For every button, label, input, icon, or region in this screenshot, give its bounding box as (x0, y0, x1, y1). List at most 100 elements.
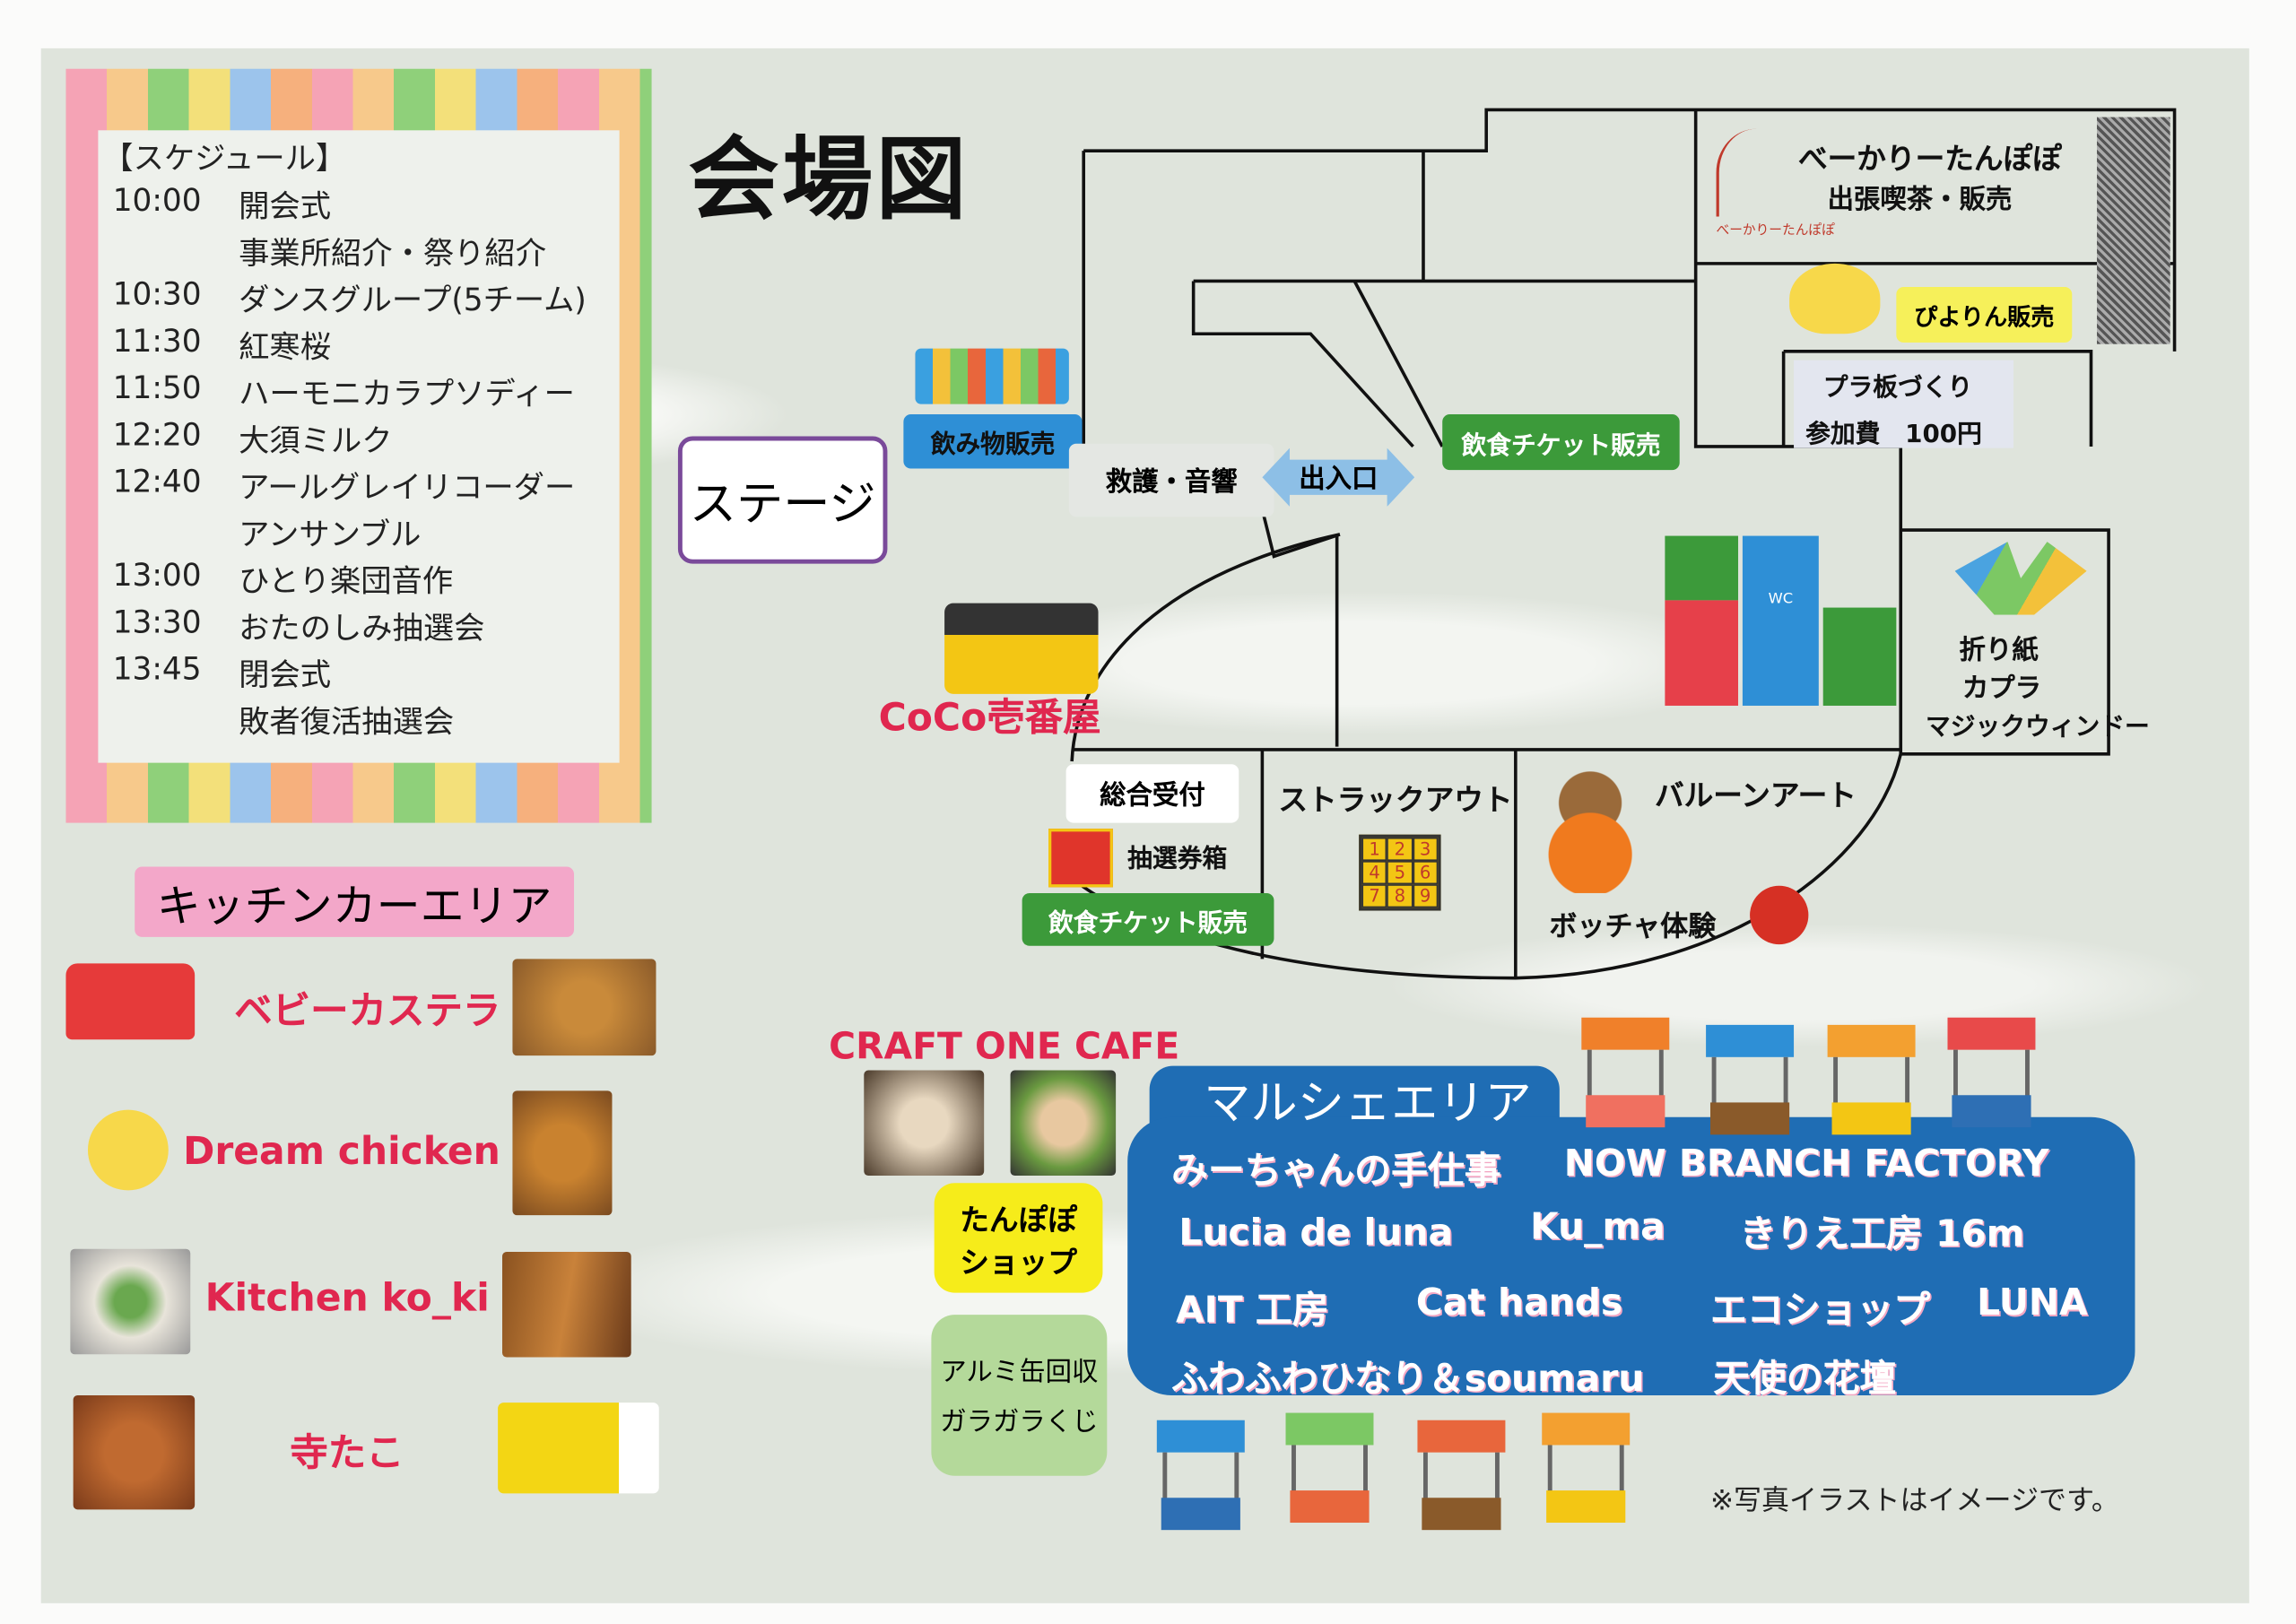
lottery-box-label: 抽選券箱 (1127, 845, 1228, 874)
schedule-panel (65, 68, 652, 823)
baby-castella-photo (512, 959, 657, 1056)
kapla-label: カプラ (1961, 673, 2041, 705)
cafe-dessert-photo (864, 1070, 985, 1177)
image-disclaimer-note: ※写真イラストはイメージです。 (1709, 1484, 2119, 1517)
food-ticket-sale-top: 飲食チケット販売 (1442, 414, 1680, 471)
schedule-inner (98, 130, 620, 763)
schedule-event: ダンスグループ(5チーム) (239, 282, 587, 318)
dandelion-icon (1716, 128, 1797, 217)
drinks-sale-label: 飲み物販売 (903, 414, 1083, 469)
schedule-time: 11:30 (112, 323, 202, 360)
schedule-time: 12:40 (112, 464, 202, 499)
cafe-salad-photo (1010, 1070, 1117, 1177)
schedule-time: 13:00 (112, 558, 202, 594)
coco-food-truck-icon (944, 603, 1099, 694)
marche-shop: LUNA (1977, 1281, 2088, 1324)
struckout-number: 2 (1387, 837, 1413, 862)
kitchen-car-area-title: キッチンカーエリア (135, 866, 575, 937)
bakery-logo: べーかりーたんぽぽ (1716, 223, 1835, 239)
plaban-label: プラ板づくり (1822, 373, 1973, 403)
food-ticket-sale-bottom: 飲食チケット販売 (1022, 892, 1274, 946)
schedule-time: 12:20 (112, 417, 202, 453)
market-stall-icon (1581, 1017, 1670, 1128)
schedule-event: おたのしみ抽選会 (239, 610, 485, 647)
schedule-event: 敗者復活抽選会 (239, 704, 455, 740)
kitchen-item-teratako: 寺たこ (290, 1431, 404, 1476)
marche-shop: NOW BRANCH FACTORY (1563, 1142, 2049, 1185)
grilled-food-photo (502, 1251, 631, 1358)
marche-shop: きりえ工房 16m (1739, 1211, 2025, 1255)
accessible-toilet-icon-2 (1822, 607, 1897, 706)
page-title: 会場図 (688, 126, 970, 233)
can-recycle-box: アルミ缶回収 ガラガラくじ (931, 1315, 1108, 1476)
market-stall-icon (1947, 1017, 2036, 1128)
marche-shop: みーちゃんの手仕事 (1171, 1149, 1501, 1193)
kitchen-item-dream-chicken: Dream chicken (183, 1130, 500, 1175)
kitchen-item-kitchen-koki: Kitchen ko_ki (204, 1276, 490, 1321)
schedule-event: アンサンブル (239, 517, 422, 552)
marche-shop: AIT 工房 (1176, 1288, 1329, 1332)
can-recycle-line1: アルミ缶回収 (940, 1357, 1099, 1388)
drink-bottles-icon (915, 348, 1069, 404)
marche-title: マルシェエリア (1204, 1074, 1532, 1131)
struckout-label: ストラックアウト (1278, 781, 1513, 818)
struckout-number: 4 (1361, 861, 1387, 885)
can-recycle-line2: ガラガラくじ (940, 1407, 1099, 1438)
schedule-time: 10:30 (112, 276, 202, 312)
craft-one-cafe-label: CRAFT ONE CAFE (829, 1024, 1180, 1068)
women-toilet-icon (1665, 600, 1739, 706)
schedule-event: 大須ミルク (239, 422, 393, 459)
marche-shop: Lucia de luna (1178, 1211, 1454, 1254)
marche-area-panel (1127, 1116, 2135, 1395)
balloon-art-label: バルーンアート (1654, 777, 1857, 813)
coco-ichibanya-label: CoCo壱番屋 (878, 697, 1101, 742)
schedule-time: 13:30 (112, 604, 202, 640)
men-toilet-icon: WC (1742, 535, 1819, 706)
schedule-event: アールグレイリコーダー (239, 470, 576, 506)
first-aid-sound-label: 救護・音響 (1068, 443, 1274, 517)
schedule-time: 13:45 (112, 651, 202, 687)
market-stall-icon (1417, 1420, 1506, 1531)
struckout-number: 8 (1387, 884, 1413, 908)
struckout-number: 5 (1387, 861, 1413, 885)
stage-area: ステージ (677, 436, 888, 564)
schedule-time: 11:50 (112, 370, 202, 406)
redacted-block (2097, 117, 2170, 344)
struckout-number: 7 (1361, 884, 1387, 908)
reception-label: 総合受付 (1065, 764, 1239, 823)
tanpopo-shop-line2: ショップ (960, 1243, 1077, 1280)
marche-shop: ふわふわひなり＆soumaru (1171, 1357, 1645, 1400)
boccia-ball-icon (1750, 885, 1809, 945)
pumpkin-bear-balloon-icon (1540, 764, 1640, 893)
kitchen-item-baby-castella: ベビーカステラ (234, 989, 501, 1034)
accessible-toilet-icon (1665, 535, 1739, 601)
market-stall-icon (1542, 1412, 1631, 1524)
marche-shop: エコショップ (1709, 1288, 1930, 1332)
teratako-truck-icon (498, 1403, 659, 1494)
tanpopo-shop-line1: たんぽぽ (960, 1201, 1077, 1237)
piyorin-sale-label: ぴよりん販売 (1896, 287, 2073, 343)
plaban-fee: 参加費 100円 (1805, 420, 1982, 450)
schedule-event: 開会式 (239, 188, 331, 224)
market-stall-icon (1827, 1024, 1916, 1135)
struckout-number: 1 (1361, 837, 1387, 862)
schedule-event: ハーモニカラプソディー (239, 376, 575, 412)
market-stall-icon (1156, 1420, 1245, 1531)
tanpopo-shop-box: たんぽぽ ショップ (934, 1183, 1103, 1293)
market-stall-icon (1706, 1024, 1795, 1135)
struckout-number: 6 (1412, 861, 1439, 885)
bakery-name: べーかりーたんぽぽ (1797, 140, 2062, 176)
struckout-number: 3 (1412, 837, 1439, 862)
struckout-number: 9 (1412, 884, 1439, 908)
origami-label: 折り紙 (1959, 635, 2039, 666)
takoyaki-photo (73, 1394, 196, 1510)
piyorin-chick-icon (1789, 263, 1881, 334)
schedule-time: 10:00 (112, 183, 202, 219)
fried-chicken-photo (512, 1090, 613, 1216)
dream-chicken-mascot-icon (87, 1109, 169, 1191)
schedule-header: 【スケジュール】 (102, 140, 347, 176)
marche-shop: Cat hands (1415, 1281, 1623, 1324)
marche-shop: 天使の花壇 (1713, 1357, 1897, 1400)
